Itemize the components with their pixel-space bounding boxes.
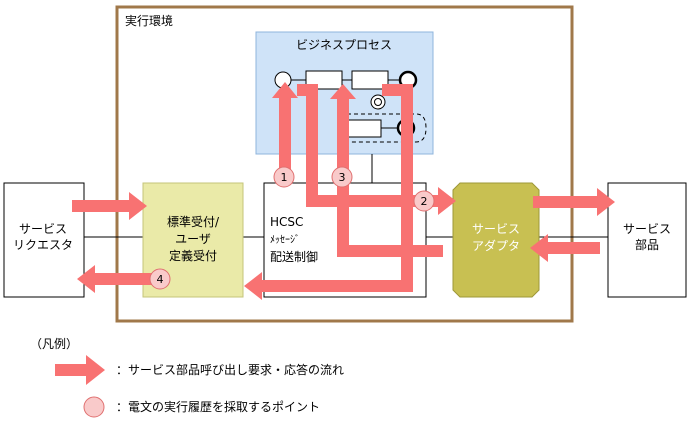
flow-arrows bbox=[72, 82, 615, 300]
reception-label-line1: 標準受付/ bbox=[167, 214, 220, 229]
legend-arrow-icon bbox=[55, 355, 105, 385]
service-component-box bbox=[607, 182, 687, 298]
service-requester-label-line2: リクエスタ bbox=[13, 238, 73, 252]
trace-point: 4 bbox=[149, 268, 171, 290]
response-arrow bbox=[244, 84, 413, 300]
legend-point-icon bbox=[83, 396, 105, 418]
execution-environment-frame bbox=[115, 5, 574, 323]
service-requester-label-line1: サービス bbox=[19, 222, 67, 236]
hcsc-label-line3: 配送制御 bbox=[270, 249, 318, 264]
legend-point-text: ：電文の実行履歴を採取するポイント bbox=[116, 399, 320, 414]
business-process-label: ビジネスプロセス bbox=[296, 38, 392, 52]
request-arrow bbox=[72, 192, 147, 220]
request-arrow bbox=[297, 84, 456, 215]
trace-point-number: 1 bbox=[281, 171, 288, 184]
reception-label-line2: ユーザ bbox=[175, 232, 211, 246]
activity-box-icon bbox=[346, 119, 382, 138]
service-adapter-label-line1: サービス bbox=[472, 222, 520, 236]
service-component-label-line2: 部品 bbox=[635, 237, 659, 252]
service-adapter-label-line2: アダプタ bbox=[472, 238, 520, 253]
trace-point: 3 bbox=[331, 166, 353, 188]
trace-point-number: 3 bbox=[339, 171, 346, 184]
response-arrow bbox=[530, 234, 600, 262]
trace-point: 1 bbox=[273, 166, 295, 188]
request-arrow bbox=[272, 82, 298, 178]
reception-label-line3: 定義受付 bbox=[169, 248, 217, 263]
trace-point-number: 2 bbox=[421, 195, 428, 208]
legend-title: （凡例） bbox=[30, 337, 78, 351]
response-arrow bbox=[330, 84, 443, 257]
legend-arrow-text: ：サービス部品呼び出し要求・応答の流れ bbox=[116, 362, 344, 377]
response-arrow bbox=[77, 265, 152, 293]
activity-box-icon bbox=[351, 70, 389, 90]
hcsc-label-line1: HCSC bbox=[270, 215, 303, 229]
request-arrow bbox=[533, 188, 615, 216]
service-requester-box bbox=[3, 182, 85, 298]
service-component-label-line1: サービス bbox=[623, 222, 671, 236]
service-adapter-box bbox=[452, 182, 540, 298]
hcsc-label-line2: ﾒｯｾｰｼﾞ bbox=[270, 234, 300, 246]
trace-point: 2 bbox=[413, 190, 435, 212]
scope-dashed-outline bbox=[347, 113, 427, 143]
execution-environment-label: 実行環境 bbox=[125, 13, 173, 28]
trace-point-number: 4 bbox=[157, 273, 164, 286]
